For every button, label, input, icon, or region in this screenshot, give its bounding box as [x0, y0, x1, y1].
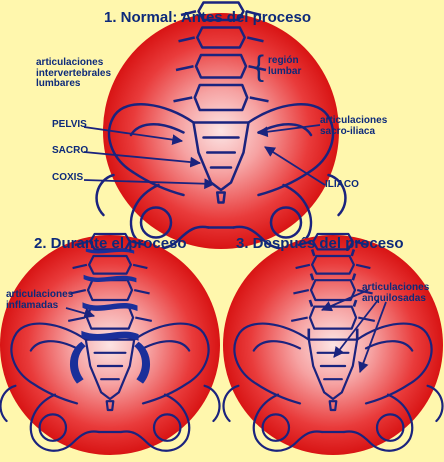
label-articulaciones-anquilosadas: articulaciones anquilosadas: [362, 283, 429, 304]
label-line: anquilosadas: [362, 294, 429, 305]
panel-durante-circle: [0, 235, 220, 455]
panel-despues-circle: [223, 235, 443, 455]
label-line: inflamadas: [6, 301, 73, 312]
label-coxis: COXIS: [52, 173, 83, 184]
label-line: lumbares: [36, 79, 111, 90]
label-line: sacro-iliaca: [320, 127, 387, 138]
lumbar-brace: {: [254, 52, 264, 82]
label-pelvis: PELVIS: [52, 120, 87, 131]
panel-durante-title: 2. Durante el proceso: [34, 236, 187, 252]
label-line: articulaciones: [36, 58, 111, 69]
label-articulaciones-intervertebrales: articulaciones intervertebrales lumbares: [36, 58, 111, 90]
label-articulaciones-sacroiliaca: articulaciones sacro-iliaca: [320, 116, 387, 137]
label-line: articulaciones: [362, 283, 429, 294]
label-iliaco: ILIACO: [325, 180, 359, 191]
panel-despues-title: 3. Después del proceso: [236, 236, 404, 252]
label-sacro: SACRO: [52, 146, 88, 157]
label-line: articulaciones: [320, 116, 387, 127]
label-articulaciones-inflamadas: articulaciones inflamadas: [6, 290, 73, 311]
label-line: lumbar: [268, 67, 301, 78]
label-line: región: [268, 56, 301, 67]
label-line: articulaciones: [6, 290, 73, 301]
label-region-lumbar: región lumbar: [268, 56, 301, 77]
panel-normal-title: 1. Normal: Antes del proceso: [104, 10, 311, 26]
